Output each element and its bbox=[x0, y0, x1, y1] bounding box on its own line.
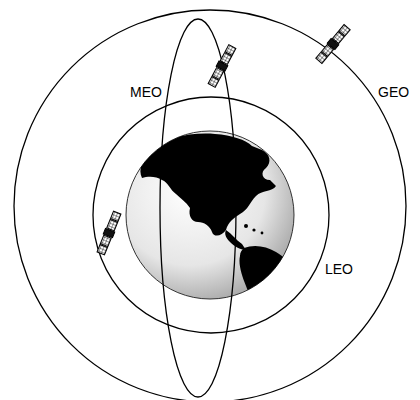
meo-satellite bbox=[207, 44, 236, 88]
earth-globe bbox=[126, 131, 294, 328]
orbit-label: LEO bbox=[323, 261, 355, 277]
leo-orbit bbox=[93, 97, 329, 333]
geo-satellite bbox=[315, 24, 351, 64]
orbit-label: GEO bbox=[376, 84, 411, 100]
geo-orbit bbox=[14, 10, 406, 400]
meo-orbit bbox=[160, 19, 236, 397]
leo-satellite bbox=[96, 211, 122, 256]
orbit-label: MEO bbox=[128, 84, 164, 100]
